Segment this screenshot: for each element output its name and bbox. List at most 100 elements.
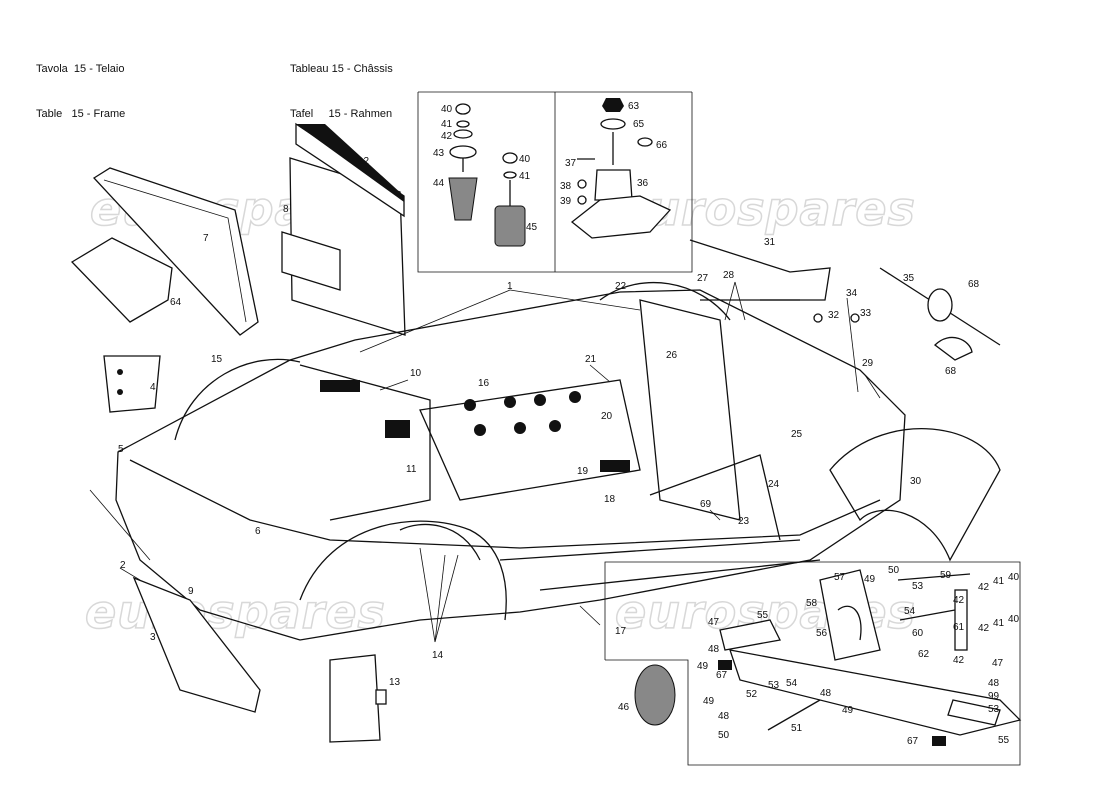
part-label: 55 [998, 735, 1010, 746]
panel-8 [281, 157, 406, 336]
part-label: 16 [478, 378, 490, 389]
part-label: 51 [791, 723, 803, 734]
panel-64 [70, 237, 173, 323]
title-block-french-german: Tableau 15 - Châssis Tafel 15 - Rahmen [290, 32, 393, 137]
part-label: 5 [118, 444, 124, 455]
part-label: 62 [918, 649, 930, 660]
part-label: 41 [993, 576, 1005, 587]
part-label: 49 [864, 574, 876, 585]
part-label: 50 [718, 730, 730, 741]
part-label: 40 [519, 154, 531, 165]
part-label: 53 [988, 704, 1000, 715]
part-label: 24 [768, 479, 780, 490]
part-label: 37 [565, 158, 577, 169]
panel-12 [295, 122, 405, 218]
part-label: 43 [433, 148, 445, 159]
part-label: 52 [746, 689, 758, 700]
part-label: 22 [615, 281, 627, 292]
front-section-parts [132, 523, 481, 743]
part-label: 49 [697, 661, 709, 672]
part-label: 46 [618, 702, 630, 713]
part-label: 42 [953, 655, 965, 666]
part-label: 99 [988, 691, 1000, 702]
part-label: 27 [697, 273, 709, 284]
part-label: 15 [211, 354, 223, 365]
part-label: 6 [255, 526, 261, 537]
part-label: 8 [283, 204, 289, 215]
part-number-labels: 1 2 3 4 5 6 7 8 9 10 11 12 13 14 15 16 1… [118, 101, 1020, 747]
part-label: 25 [791, 429, 803, 440]
part-label: 45 [526, 222, 538, 233]
part-label: 48 [988, 678, 1000, 689]
part-label: 19 [577, 466, 589, 477]
part-label: 21 [585, 354, 597, 365]
part-label: 68 [945, 366, 957, 377]
part-label: 67 [907, 736, 919, 747]
exhaust-hanger-35-68 [879, 267, 1001, 361]
part-label: 40 [1008, 614, 1020, 625]
part-label: 49 [703, 696, 715, 707]
part-label: 44 [433, 178, 445, 189]
part-label: 56 [816, 628, 828, 639]
part-label: 67 [716, 670, 728, 681]
part-label: 23 [738, 516, 750, 527]
part-label: 7 [203, 233, 209, 244]
part-label: 48 [820, 688, 832, 699]
part-label: 34 [846, 288, 858, 299]
engine-mount-36 [570, 98, 672, 239]
part-label: 40 [441, 104, 453, 115]
rubber-mount-45 [494, 152, 526, 247]
part-label: 60 [912, 628, 924, 639]
part-label: 64 [170, 297, 182, 308]
part-label: 54 [786, 678, 798, 689]
part-label: 32 [828, 310, 840, 321]
title-line-telaio: Tavola 15 - Telaio [36, 63, 125, 75]
part-label: 33 [860, 308, 872, 319]
leader-lines [89, 281, 881, 643]
part-label: 55 [757, 610, 769, 621]
part-label: 35 [903, 273, 915, 284]
part-label: 57 [834, 572, 846, 583]
part-label: 58 [806, 598, 818, 609]
part-label: 48 [718, 711, 730, 722]
main-chassis-frame [115, 281, 1001, 641]
part-label: 42 [441, 131, 453, 142]
part-label: 59 [940, 570, 952, 581]
part-label: 61 [953, 622, 965, 633]
part-label: 63 [628, 101, 640, 112]
part-label: 38 [560, 181, 572, 192]
part-label: 13 [389, 677, 401, 688]
part-label: 29 [862, 358, 874, 369]
part-label: 30 [910, 476, 922, 487]
part-label: 49 [842, 705, 854, 716]
title-line-chassis: Tableau 15 - Châssis [290, 63, 393, 75]
part-label: 65 [633, 119, 645, 130]
title-block-italian-english: Tavola 15 - Telaio Table 15 - Frame [36, 32, 125, 137]
part-label: 11 [406, 464, 417, 475]
part-label: 54 [904, 606, 916, 617]
part-label: 42 [978, 623, 990, 634]
rubber-mount-44 [448, 103, 478, 221]
part-label: 17 [615, 626, 627, 637]
part-label: 1 [507, 281, 513, 292]
part-label: 2 [120, 560, 126, 571]
part-label: 39 [560, 196, 572, 207]
part-label: 41 [441, 119, 453, 130]
engine-mount-inset [417, 91, 693, 273]
part-label: 41 [993, 618, 1005, 629]
part-label: 53 [912, 581, 924, 592]
part-label: 14 [432, 650, 444, 661]
part-label: 41 [519, 171, 531, 182]
part-label: 9 [188, 586, 194, 597]
part-label: 69 [700, 499, 712, 510]
part-label: 66 [656, 140, 668, 151]
rear-mount-inset [604, 561, 1021, 766]
part-label: 68 [968, 279, 980, 290]
rear-bracket-31-34 [689, 239, 860, 323]
part-label: 18 [604, 494, 616, 505]
part-label: 53 [768, 680, 780, 691]
panel-4 [103, 355, 161, 413]
part-label: 10 [410, 368, 422, 379]
part-label: 47 [708, 617, 720, 628]
